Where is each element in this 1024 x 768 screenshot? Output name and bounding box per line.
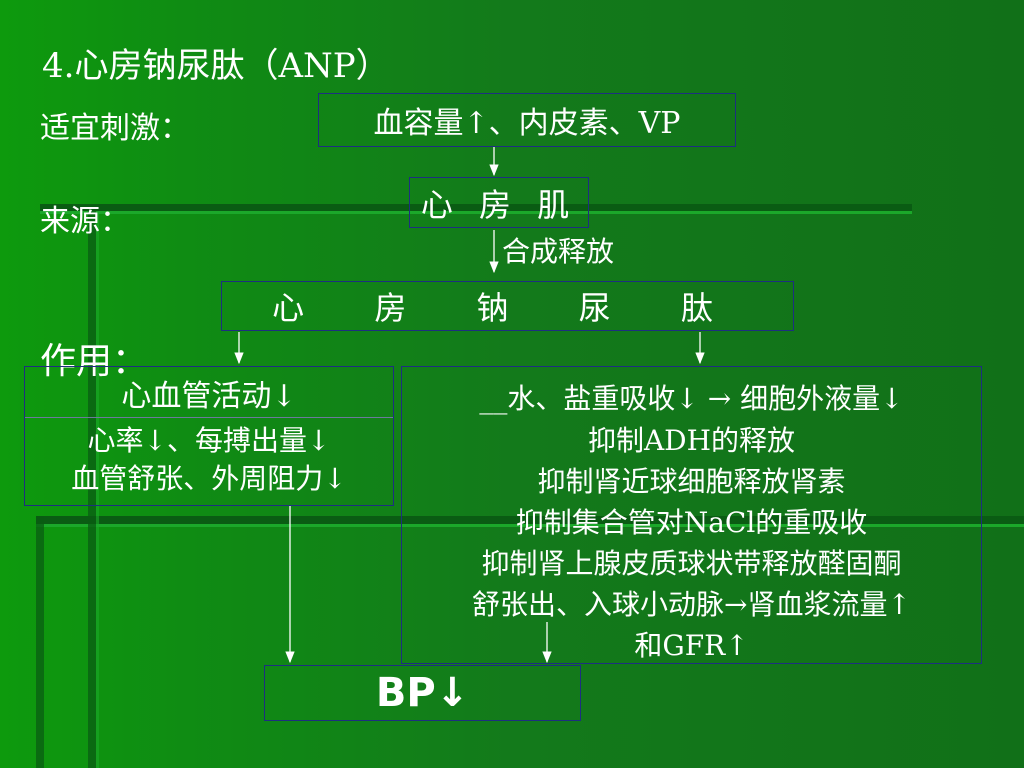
decor-bar-vertical-highlight [96, 211, 99, 768]
renal-box: __水、盐重吸收↓ → 细胞外液量↓ 抑制ADH的释放 抑制肾近球细胞释放肾素 … [401, 366, 982, 664]
renal-line: 抑制ADH的释放 [587, 424, 796, 457]
cardiovascular-heading: 心血管活动↓ [121, 379, 297, 414]
label-effect: 作用： [40, 341, 149, 382]
label-stimulus: 适宜刺激： [40, 111, 190, 146]
renal-line: __水、盐重吸收↓ → 细胞外液量↓ [479, 382, 904, 415]
renal-line: 舒张出、入球小动脉→肾血浆流量↑ [472, 588, 911, 621]
renal-line: 抑制肾近球细胞释放肾素 [537, 465, 846, 498]
stimulus-text: 血容量↑、内皮素、VP [373, 106, 681, 141]
decor-bar-top [40, 204, 912, 211]
decor-bar-top-highlight [40, 211, 912, 214]
label-source: 来源： [40, 204, 130, 239]
decor-bar-bottom [36, 516, 1024, 524]
source-text: 心 房 肌 [420, 185, 578, 224]
decor-bar-vertical [88, 211, 96, 768]
anp-box: 心 房 钠 尿 肽 [221, 281, 794, 331]
result-box: BP↓ [264, 665, 581, 721]
cardiovascular-box: 心血管活动↓ 心率↓、每搏出量↓ 血管舒张、外周阻力↓ [24, 366, 394, 506]
cardiovascular-line: 血管舒张、外周阻力↓ [71, 462, 347, 495]
renal-line: 抑制肾上腺皮质球状带释放醛固酮 [481, 547, 902, 580]
cardiovascular-line: 心率↓、每搏出量↓ [87, 424, 331, 457]
renal-line: 抑制集合管对NaCl的重吸收 [515, 506, 868, 539]
slide-title: 4.心房钠尿肽（ANP） [42, 46, 390, 86]
renal-line: 和GFR↑ [634, 629, 749, 662]
source-box: 心 房 肌 [409, 177, 589, 228]
anp-text: 心 房 钠 尿 肽 [272, 289, 743, 327]
result-text: BP↓ [375, 670, 470, 716]
cardiovascular-divider [25, 417, 393, 418]
decor-bar-bottom-highlight [36, 524, 1024, 527]
stimulus-box: 血容量↑、内皮素、VP [318, 93, 736, 147]
decor-bar-vertical-left [36, 516, 44, 768]
synthesis-note: 合成释放 [502, 235, 615, 268]
